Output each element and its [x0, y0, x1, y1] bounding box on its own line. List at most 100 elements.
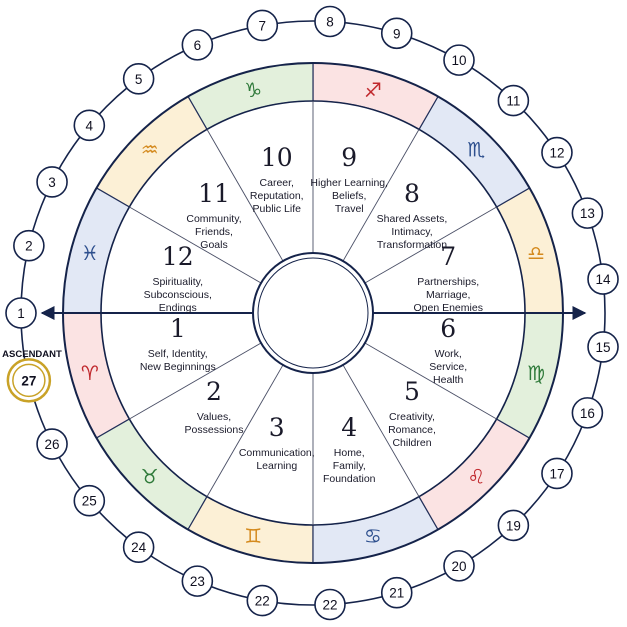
house-keyword: Endings: [159, 302, 197, 314]
house-cusp-line: [364, 206, 497, 284]
ring-node: 25: [73, 484, 106, 517]
house-number: 4: [341, 413, 357, 442]
ring-number: 10: [451, 53, 466, 68]
virgo-glyph-icon: ♍: [527, 361, 545, 385]
ring-number: 3: [48, 175, 56, 190]
ring-node: 16: [571, 397, 604, 429]
center-inner-ring: [257, 257, 369, 369]
ring-node: 23: [181, 565, 214, 597]
zodiac-sign-band: ♈♉♊♋♌♍♎♏♐♑♒♓: [62, 62, 564, 564]
house-keyword: Family,: [333, 460, 366, 472]
ring-number: 14: [596, 272, 612, 287]
ring-node: 2: [13, 229, 45, 262]
ring-node: 1: [5, 297, 37, 329]
ring-node: 13: [571, 197, 604, 229]
house-cusp-line: [129, 342, 262, 420]
pisces-glyph-icon: ♓: [81, 241, 99, 265]
house-number: 2: [206, 377, 222, 406]
house-keyword: Health: [433, 374, 464, 386]
ring-node: 14: [587, 263, 619, 295]
ring-number: 27: [21, 373, 36, 388]
house-keyword: Learning: [256, 460, 297, 472]
house-keyword: Career,: [260, 177, 294, 189]
ring-node: 7: [246, 9, 279, 42]
ring-node: 8: [314, 5, 346, 38]
ring-node: 17: [541, 457, 573, 490]
ring-node: 4: [73, 109, 106, 142]
house-keyword: Reputation,: [250, 190, 304, 202]
ring-node: 6: [181, 29, 214, 61]
house-number: 11: [198, 179, 230, 208]
house-keyword: New Beginnings: [140, 361, 216, 373]
house-number: 5: [404, 377, 420, 406]
sagittarius-glyph-icon: ♐: [364, 78, 382, 102]
house-keyword: Spirituality,: [152, 276, 203, 288]
house-number: 7: [440, 242, 456, 271]
ring-number: 8: [326, 14, 334, 29]
ring-number: 25: [82, 494, 97, 509]
ascendant-label: ASCENDANT: [2, 349, 62, 360]
house-keyword: Beliefs,: [332, 190, 366, 202]
ring-node: 22: [246, 584, 279, 617]
house-cusp-line: [206, 364, 284, 497]
ring-number: 23: [190, 574, 205, 589]
ring-number: 7: [259, 18, 267, 33]
ring-node-highlighted: 27: [6, 358, 52, 403]
ring-number: 13: [580, 206, 595, 221]
house-number: 10: [261, 143, 293, 172]
ring-number: 26: [45, 437, 60, 452]
house-cusp-line: [342, 129, 420, 262]
house-keyword: Goals: [200, 239, 227, 251]
ring-number: 19: [506, 518, 521, 533]
ring-node: 22: [314, 588, 346, 621]
ring-number: 17: [549, 466, 564, 481]
gemini-glyph-icon: ♊: [244, 524, 262, 548]
house-keyword: Travel: [335, 203, 364, 215]
house-keyword: Romance,: [388, 424, 436, 436]
house-keyword: Home,: [334, 447, 365, 459]
ring-number: 21: [389, 586, 404, 601]
house-keyword: Communication,: [239, 447, 315, 459]
ring-number: 22: [322, 598, 337, 613]
libra-glyph-icon: ♎: [527, 241, 545, 265]
ring-number: 24: [131, 540, 147, 555]
house-number: 9: [341, 143, 357, 172]
ring-number: 4: [86, 118, 94, 133]
taurus-glyph-icon: ♉: [141, 464, 159, 488]
house-keyword: Shared Assets,: [377, 213, 448, 225]
house-number: 12: [162, 242, 194, 271]
house-number: 3: [269, 413, 285, 442]
ring-node: 21: [380, 576, 413, 609]
ring-number: 12: [549, 146, 564, 161]
house-cusp-line: [364, 342, 497, 420]
ring-node: 3: [36, 166, 68, 198]
ring-node: 11: [497, 84, 530, 117]
ring-number: 9: [393, 26, 401, 41]
house-keyword: Community,: [186, 213, 241, 225]
ring-node: 19: [497, 509, 530, 542]
house-sectors: [100, 100, 526, 526]
ring-number: 2: [25, 239, 33, 254]
ring-node: 15: [587, 331, 619, 363]
aries-glyph-icon: ♈: [81, 361, 99, 385]
ring-node: 10: [443, 44, 475, 76]
ring-node: 20: [443, 550, 475, 582]
house-number: 6: [440, 314, 456, 343]
ring-node: 26: [36, 428, 68, 460]
house-keyword: Children: [392, 437, 431, 449]
cancer-glyph-icon: ♋: [364, 524, 382, 548]
house-keyword: Self, Identity,: [148, 348, 208, 360]
ring-number: 22: [255, 594, 270, 609]
